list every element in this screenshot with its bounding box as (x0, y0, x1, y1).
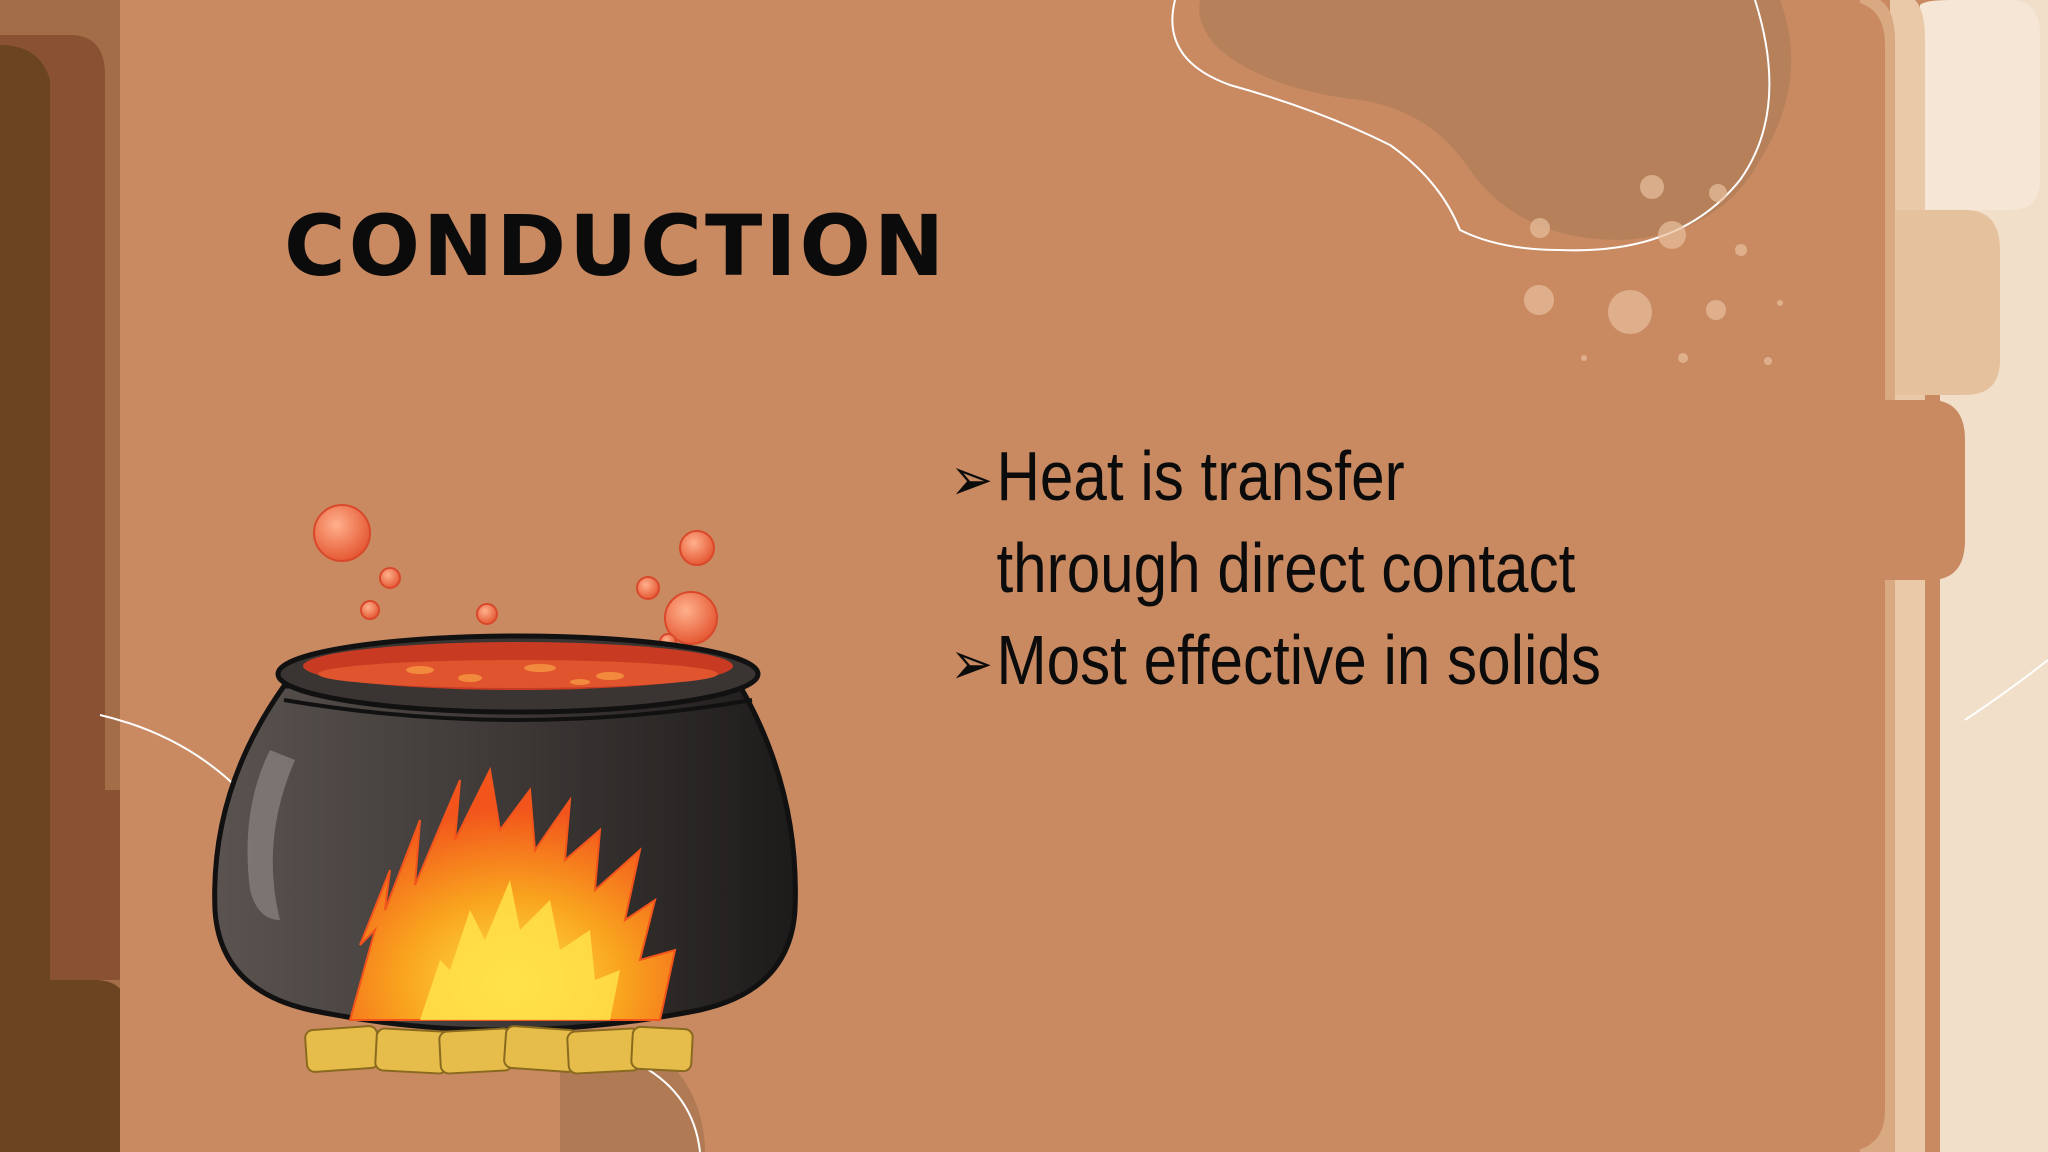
boiling-pot-over-fire-icon (212, 504, 798, 1075)
firewood-logs (304, 1025, 694, 1075)
main-card-tab (1860, 400, 1965, 580)
right-tab-tan (1880, 210, 2000, 395)
bullet-item: ➢ Most effective in solids (950, 614, 1604, 706)
arrow-bullet-icon: ➢ (950, 445, 994, 515)
pot-highlight (247, 750, 295, 920)
arrow-bullet-icon: ➢ (950, 629, 994, 699)
right-curve-line (1964, 659, 2048, 721)
decor-dots (1524, 175, 1783, 365)
bullet-item: ➢ Heat is transfer through direct contac… (950, 430, 1604, 614)
slide-title: CONDUCTION (284, 197, 948, 295)
bubbles (313, 504, 718, 651)
left-tab-dark (0, 45, 130, 1152)
right-tab-cream-upper (1920, 0, 2040, 210)
left-tab-bottom (0, 1000, 135, 1152)
top-blob-outline (1171, 0, 1771, 252)
bullet-list: ➢ Heat is transfer through direct contac… (950, 430, 1604, 706)
bullet-text: Heat is transfer through direct contact (996, 437, 1576, 607)
bullet-text: Most effective in solids (996, 621, 1601, 699)
